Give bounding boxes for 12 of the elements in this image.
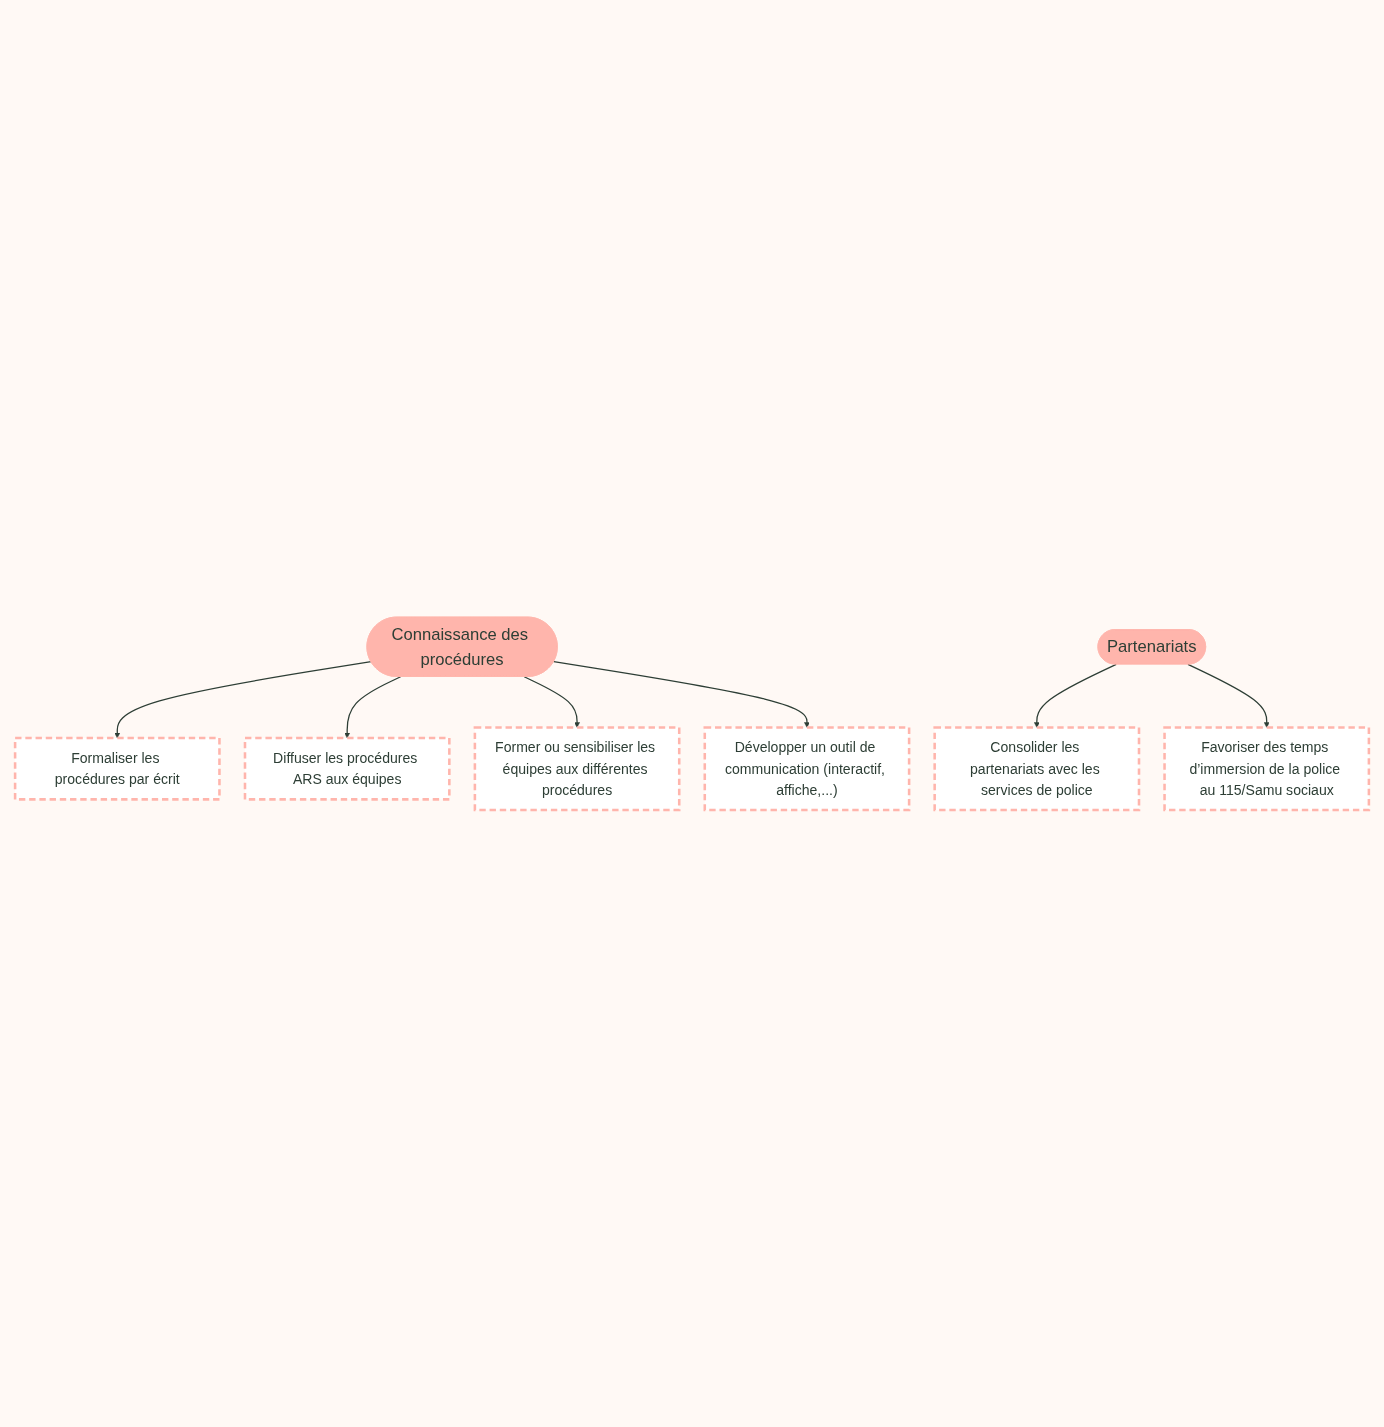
arrow (344, 676, 402, 739)
arrow (523, 676, 580, 728)
arrow (1187, 663, 1270, 728)
arrow (553, 661, 810, 728)
arrow (1034, 663, 1117, 728)
arrow (114, 661, 372, 739)
node-box: Favoriser des temps d’immersion de la police au 115/Samu sociaux (1163, 726, 1371, 812)
node-box: Formaliser les procédures par écrit (13, 736, 221, 801)
node-box: Diffuser les procédures ARS aux équipes (243, 736, 451, 801)
node-box: Consolider les partenariats avec les services de police (933, 726, 1141, 812)
node-box: Former ou sensibiliser les équipes aux différentes procédures (473, 726, 681, 812)
node-box: Développer un outil de communication (interactif, affiche,...) (703, 726, 911, 812)
